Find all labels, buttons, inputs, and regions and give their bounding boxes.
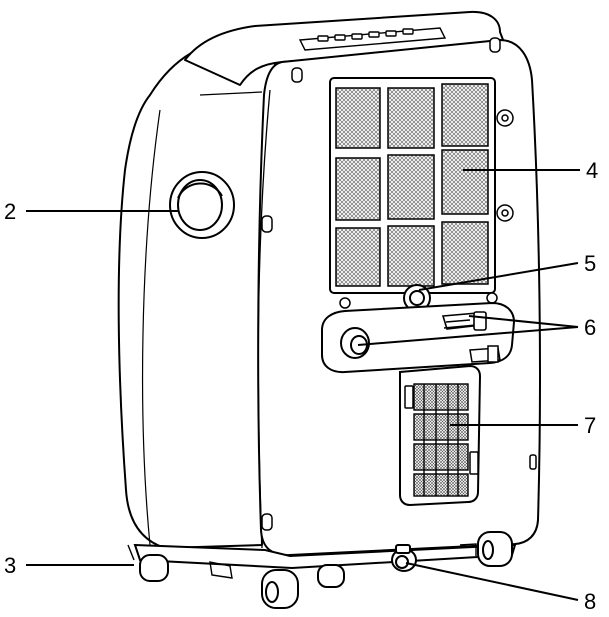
callout-4: 4 [586,158,598,183]
leader-line-6a [468,315,579,328]
side-edge-highlight [257,89,271,549]
leader-line-6b [357,326,579,346]
cord-hook-left [340,327,370,359]
caster-wheel-rear-right [317,564,345,588]
side-fasteners [261,37,537,531]
lower-filter-clips [404,345,501,475]
bottom-drain-outlet [391,544,417,572]
callout-2: 2 [4,199,16,224]
cord-holder-panel [321,301,516,374]
side-inner-line [142,109,161,546]
caster-wheel-front-right [477,531,513,567]
callout-5: 5 [584,251,596,276]
leader-line-8 [405,562,579,601]
drain-outlet-upper [403,284,431,312]
leader-lines [26,169,580,601]
callout-6: 6 [584,315,596,340]
side-panel [117,37,281,549]
lower-air-filter [399,345,501,507]
callout-8: 8 [584,589,596,614]
exhaust-outlet [169,171,235,239]
callout-7: 7 [584,413,596,438]
filter-screws [339,109,514,309]
base-brackets [127,543,477,579]
control-panel [298,27,447,51]
caster-wheels [139,531,513,609]
cord-hook-right [441,311,487,331]
leader-line-5 [418,262,579,291]
lower-filter-slats [413,383,469,497]
upper-air-filter [329,77,514,309]
caster-wheel-rear-left [139,554,169,582]
caster-wheel-front-left [261,569,299,609]
side-top-line [199,91,263,96]
filter-cells [335,83,489,287]
callout-3: 3 [4,553,16,578]
callout-labels: 2 3 4 5 6 7 8 [4,158,598,614]
